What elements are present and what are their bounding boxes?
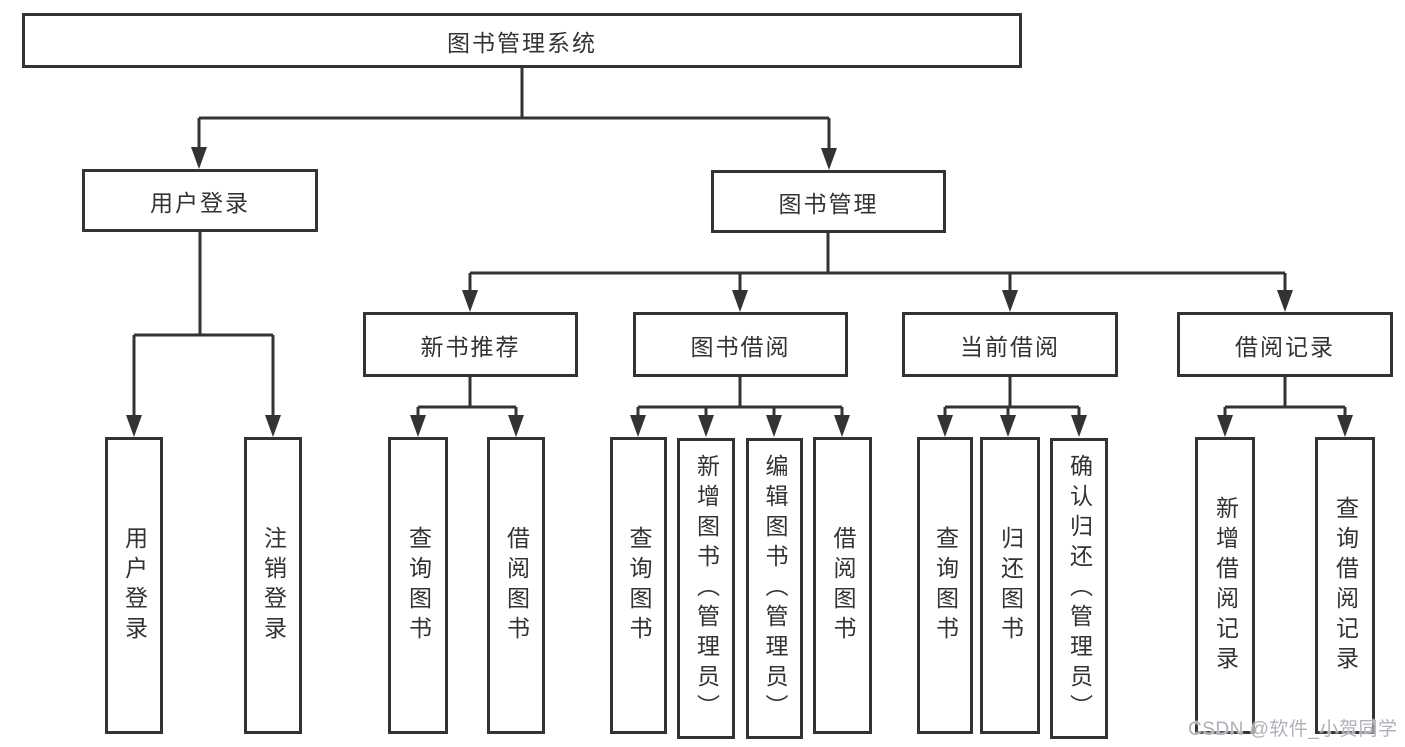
node-root-label: 图书管理系统 (447, 29, 597, 56)
leaf-records-query-record-label: 查询借阅记录 (1332, 495, 1359, 676)
node-user-login-label: 用户登录 (150, 189, 250, 216)
leaf-logout-label: 注销登录 (260, 525, 287, 646)
leaf-current-query-books-label: 查询图书 (932, 525, 959, 646)
leaf-borrowing-borrow-books: 借阅图书 (813, 437, 872, 734)
node-new-book-recommend: 新书推荐 (363, 312, 578, 377)
node-current-borrowing: 当前借阅 (902, 312, 1118, 377)
leaf-borrowing-edit-books-admin-label: 编辑图书（管理员） (762, 453, 788, 724)
leaf-current-confirm-return-admin-label: 确认归还（管理员） (1066, 453, 1093, 724)
leaf-current-query-books: 查询图书 (917, 437, 973, 734)
node-new-book-recommend-label: 新书推荐 (420, 333, 521, 360)
leaf-newbook-query-books: 查询图书 (388, 437, 448, 734)
leaf-current-confirm-return-admin: 确认归还（管理员） (1050, 438, 1108, 739)
node-book-borrowing-label: 图书借阅 (690, 333, 791, 360)
leaf-borrowing-add-books-admin-label: 新增图书（管理员） (693, 453, 720, 724)
leaf-records-add-record: 新增借阅记录 (1195, 437, 1255, 734)
leaf-newbook-borrow-books: 借阅图书 (487, 437, 545, 734)
leaf-records-add-record-label: 新增借阅记录 (1212, 495, 1239, 676)
leaf-borrowing-borrow-books-label: 借阅图书 (830, 525, 856, 646)
leaf-borrowing-query-books-label: 查询图书 (626, 525, 652, 646)
node-current-borrowing-label: 当前借阅 (960, 333, 1060, 360)
leaf-borrowing-query-books: 查询图书 (610, 437, 667, 734)
leaf-borrowing-add-books-admin: 新增图书（管理员） (677, 438, 735, 739)
node-book-management: 图书管理 (711, 170, 946, 233)
leaf-logout: 注销登录 (244, 437, 302, 734)
node-borrowing-records: 借阅记录 (1177, 312, 1393, 377)
node-root: 图书管理系统 (22, 13, 1022, 68)
leaf-records-query-record: 查询借阅记录 (1315, 437, 1375, 734)
leaf-current-return-books: 归还图书 (980, 437, 1040, 734)
leaf-user-login: 用户登录 (105, 437, 163, 734)
leaf-user-login-label: 用户登录 (121, 525, 148, 646)
node-borrowing-records-label: 借阅记录 (1235, 333, 1335, 360)
node-book-borrowing: 图书借阅 (633, 312, 848, 377)
leaf-current-return-books-label: 归还图书 (997, 525, 1024, 646)
node-user-login: 用户登录 (82, 169, 318, 232)
node-book-management-label: 图书管理 (778, 190, 879, 217)
csdn-watermark: CSDN @软件_小贺同学 (1188, 719, 1398, 740)
leaf-newbook-borrow-books-label: 借阅图书 (503, 525, 530, 646)
leaf-borrowing-edit-books-admin: 编辑图书（管理员） (746, 438, 803, 739)
leaf-newbook-query-books-label: 查询图书 (405, 525, 432, 646)
